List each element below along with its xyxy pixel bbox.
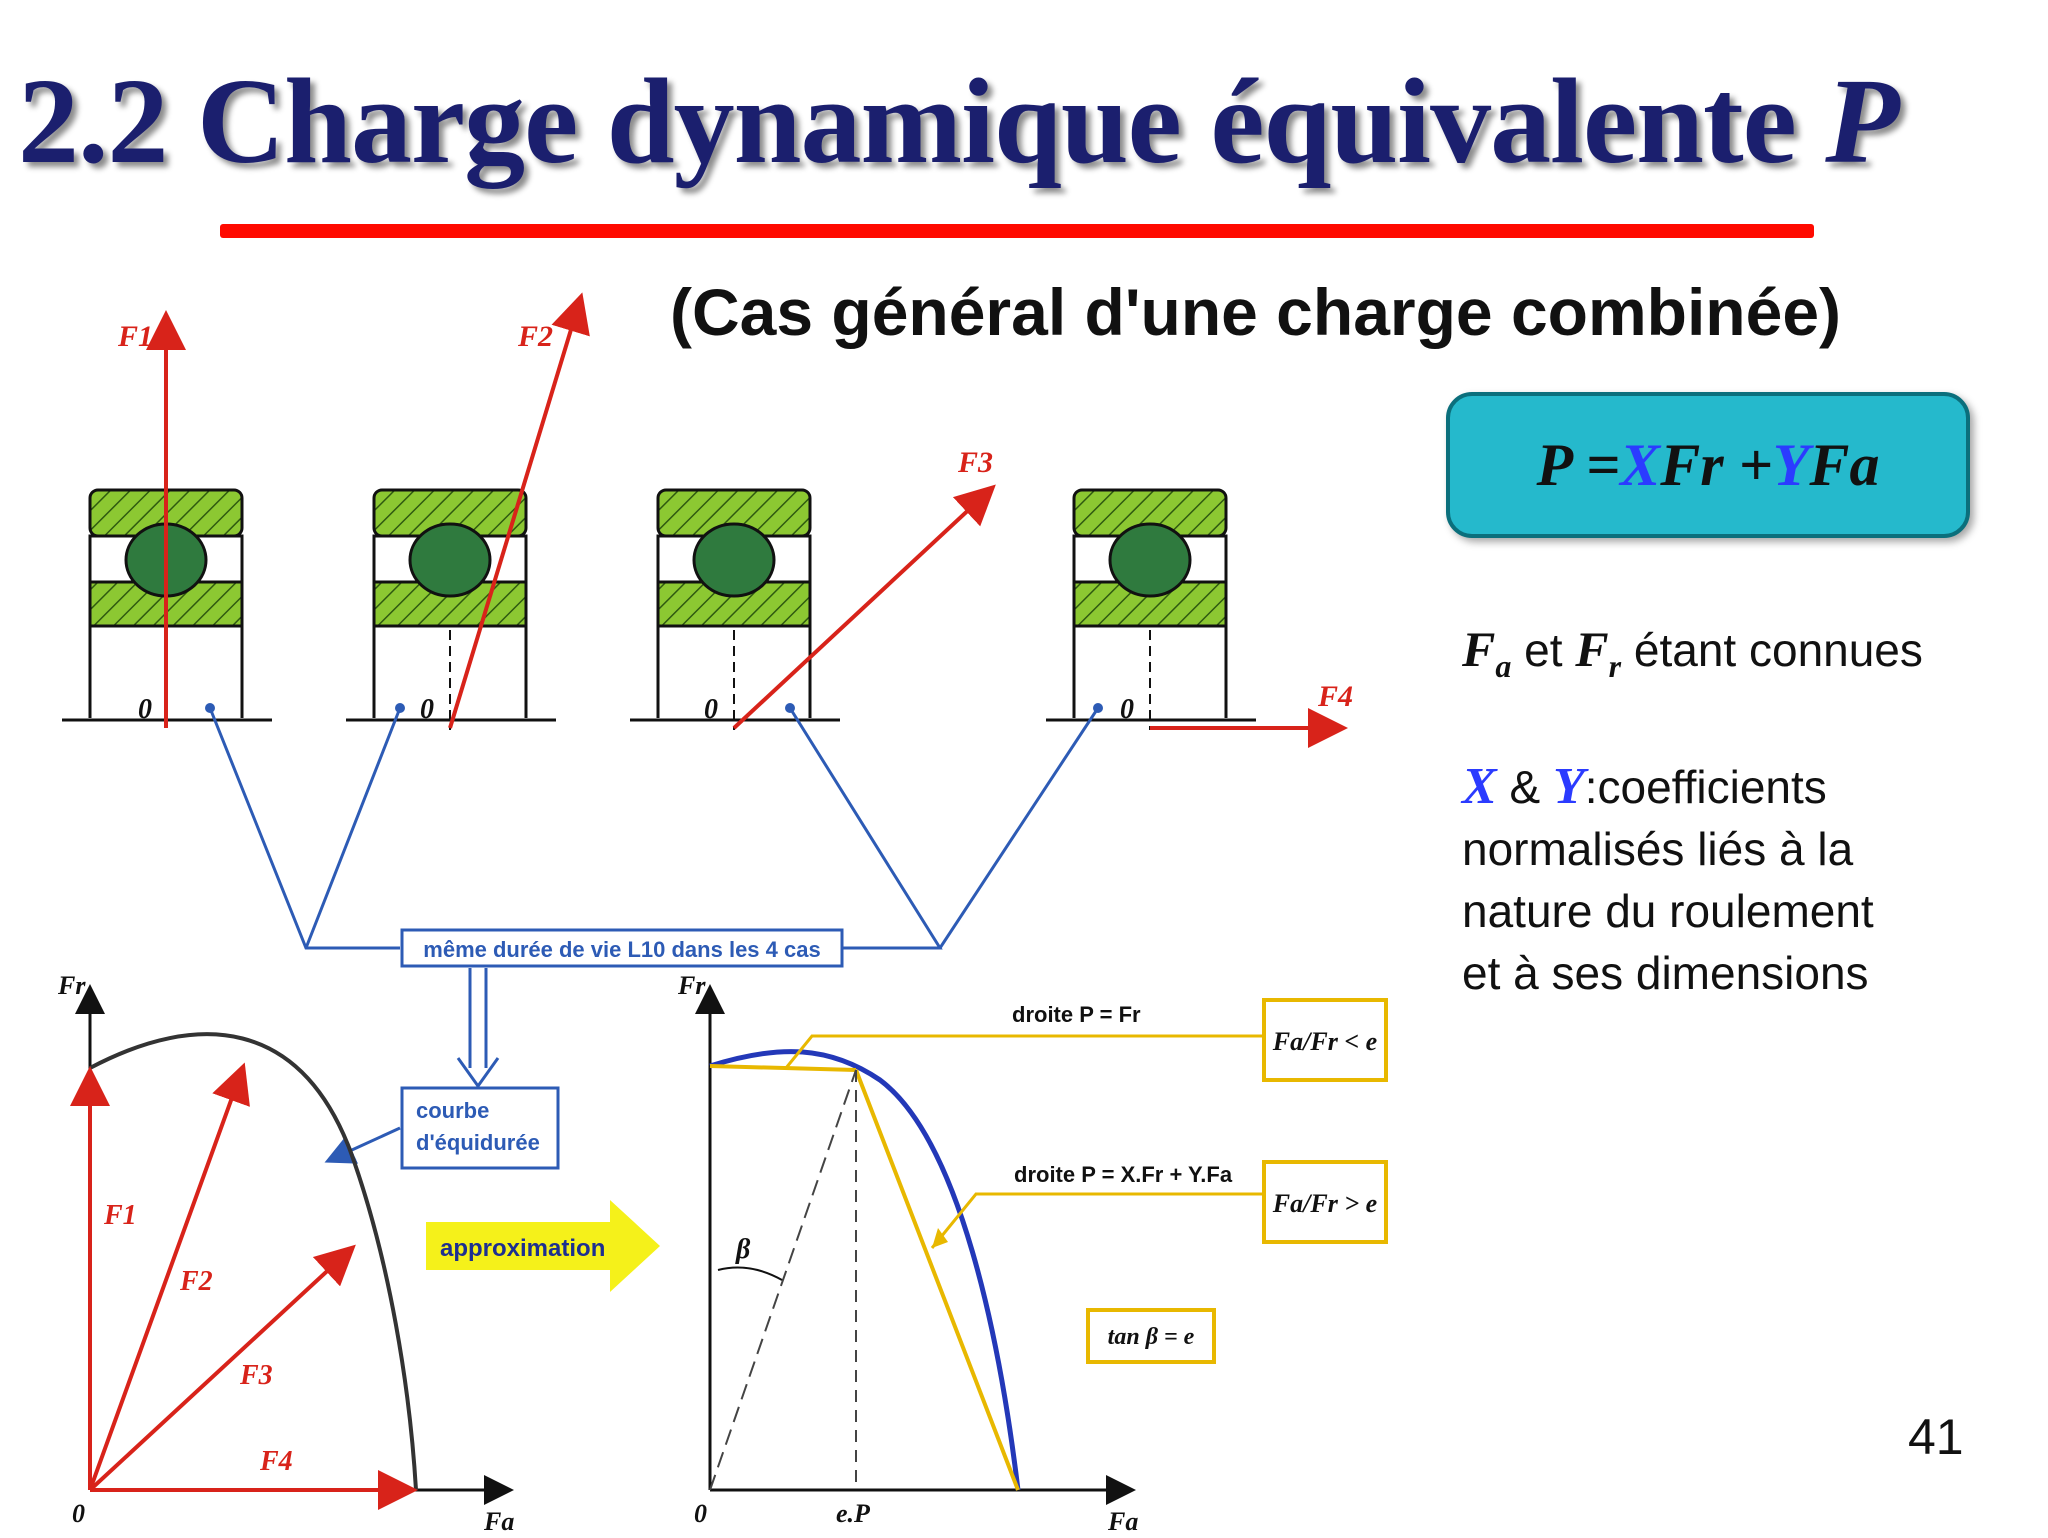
graph-f3-label: F3 bbox=[239, 1360, 273, 1391]
ep-label: e.P bbox=[836, 1499, 871, 1528]
force-f3-label: F3 bbox=[957, 446, 993, 479]
curve-label-2: d'équidurée bbox=[416, 1130, 540, 1155]
right-axis-fr: Fr bbox=[677, 971, 706, 1000]
curve-label-1: courbe bbox=[416, 1098, 489, 1123]
coef-line-2: normalisés liés à la bbox=[1462, 823, 1854, 875]
page-title-text: 2.2 Charge dynamique équivalente bbox=[18, 54, 1797, 189]
page-number: 41 bbox=[1908, 1409, 1964, 1465]
bearing-2-origin: 0 bbox=[420, 694, 434, 725]
force-f2-arrow bbox=[448, 292, 590, 729]
force-f3-arrow bbox=[732, 484, 996, 730]
equal-life-curve-box bbox=[400, 1086, 560, 1170]
force-f1-label: F1 bbox=[117, 320, 153, 353]
left-axis-fr: Fr bbox=[57, 971, 86, 1000]
graph-f2-label: F2 bbox=[179, 1266, 213, 1297]
graph-f1-label: F1 bbox=[103, 1200, 137, 1231]
coef-line-3: nature du roulement bbox=[1462, 885, 1874, 937]
subtitle: (Cas général d'une charge combinée) bbox=[670, 275, 1842, 349]
force-f2-label: F2 bbox=[517, 320, 553, 353]
bearing-2 bbox=[346, 488, 556, 730]
fa-symbol: Fa bbox=[1462, 621, 1512, 684]
left-axis-fa: Fa bbox=[483, 1507, 514, 1536]
title-symbol: P bbox=[1825, 54, 1900, 189]
formula-lhs: P = bbox=[1536, 431, 1621, 498]
formula-x: X bbox=[1620, 431, 1661, 498]
tan-beta-label: tan β = e bbox=[1108, 1324, 1195, 1350]
ratio-less-label: Fa/Fr < e bbox=[1272, 1027, 1377, 1056]
line2-label: droite P = X.Fr + Y.Fa bbox=[1014, 1162, 1233, 1187]
bearing-3 bbox=[630, 488, 840, 730]
tan-beta-box bbox=[1086, 1308, 1216, 1364]
coefficients-note: X & Y:coefficients normalisés liés à la … bbox=[1462, 756, 1874, 1004]
ratio-greater-label: Fa/Fr > e bbox=[1272, 1189, 1377, 1218]
and-text: et bbox=[1511, 624, 1576, 676]
leader-lines bbox=[208, 707, 1100, 950]
page-title: 2.2 Charge dynamique équivalente P bbox=[18, 52, 2028, 192]
title-underline bbox=[220, 224, 1814, 238]
coef-line-4: et à ses dimensions bbox=[1462, 947, 1869, 999]
fr-symbol: Fr bbox=[1575, 621, 1622, 684]
formula-fa: Fa bbox=[1809, 431, 1880, 498]
same-life-box bbox=[400, 928, 844, 968]
approximation-graph: β Fr Fa 0 e.P droite P = Fr Fa/Fr < e dr… bbox=[677, 971, 1388, 1536]
formula-y: Y bbox=[1772, 431, 1810, 498]
right-origin: 0 bbox=[694, 1499, 707, 1528]
right-axis-fa: Fa bbox=[1107, 1507, 1138, 1536]
beta-label: β bbox=[735, 1234, 751, 1265]
known-forces-note: Fa et Fr étant connues bbox=[1462, 618, 1923, 697]
ratio-greater-box bbox=[1262, 1160, 1388, 1244]
same-life-label: même durée de vie L10 dans les 4 cas bbox=[423, 937, 820, 962]
equal-life-graph: F1 F2 F3 F4 Fr Fa 0 bbox=[57, 971, 514, 1536]
formula-fr: Fr + bbox=[1660, 431, 1773, 498]
left-origin: 0 bbox=[72, 1499, 85, 1528]
ratio-less-box bbox=[1262, 998, 1388, 1082]
approximation-label: approximation bbox=[440, 1235, 605, 1262]
coef-line-1: X & Y:coefficients bbox=[1462, 758, 1827, 815]
force-f4-label: F4 bbox=[1317, 680, 1353, 713]
approximation-arrow bbox=[426, 1200, 660, 1292]
bearing-4-origin: 0 bbox=[1120, 694, 1134, 725]
bearing-3-origin: 0 bbox=[704, 694, 718, 725]
bearing-1-origin: 0 bbox=[138, 694, 152, 725]
line1-label: droite P = Fr bbox=[1012, 1002, 1141, 1027]
bearing-4 bbox=[1046, 488, 1256, 730]
graph-f4-label: F4 bbox=[259, 1446, 293, 1477]
known-text: étant connues bbox=[1621, 624, 1923, 676]
